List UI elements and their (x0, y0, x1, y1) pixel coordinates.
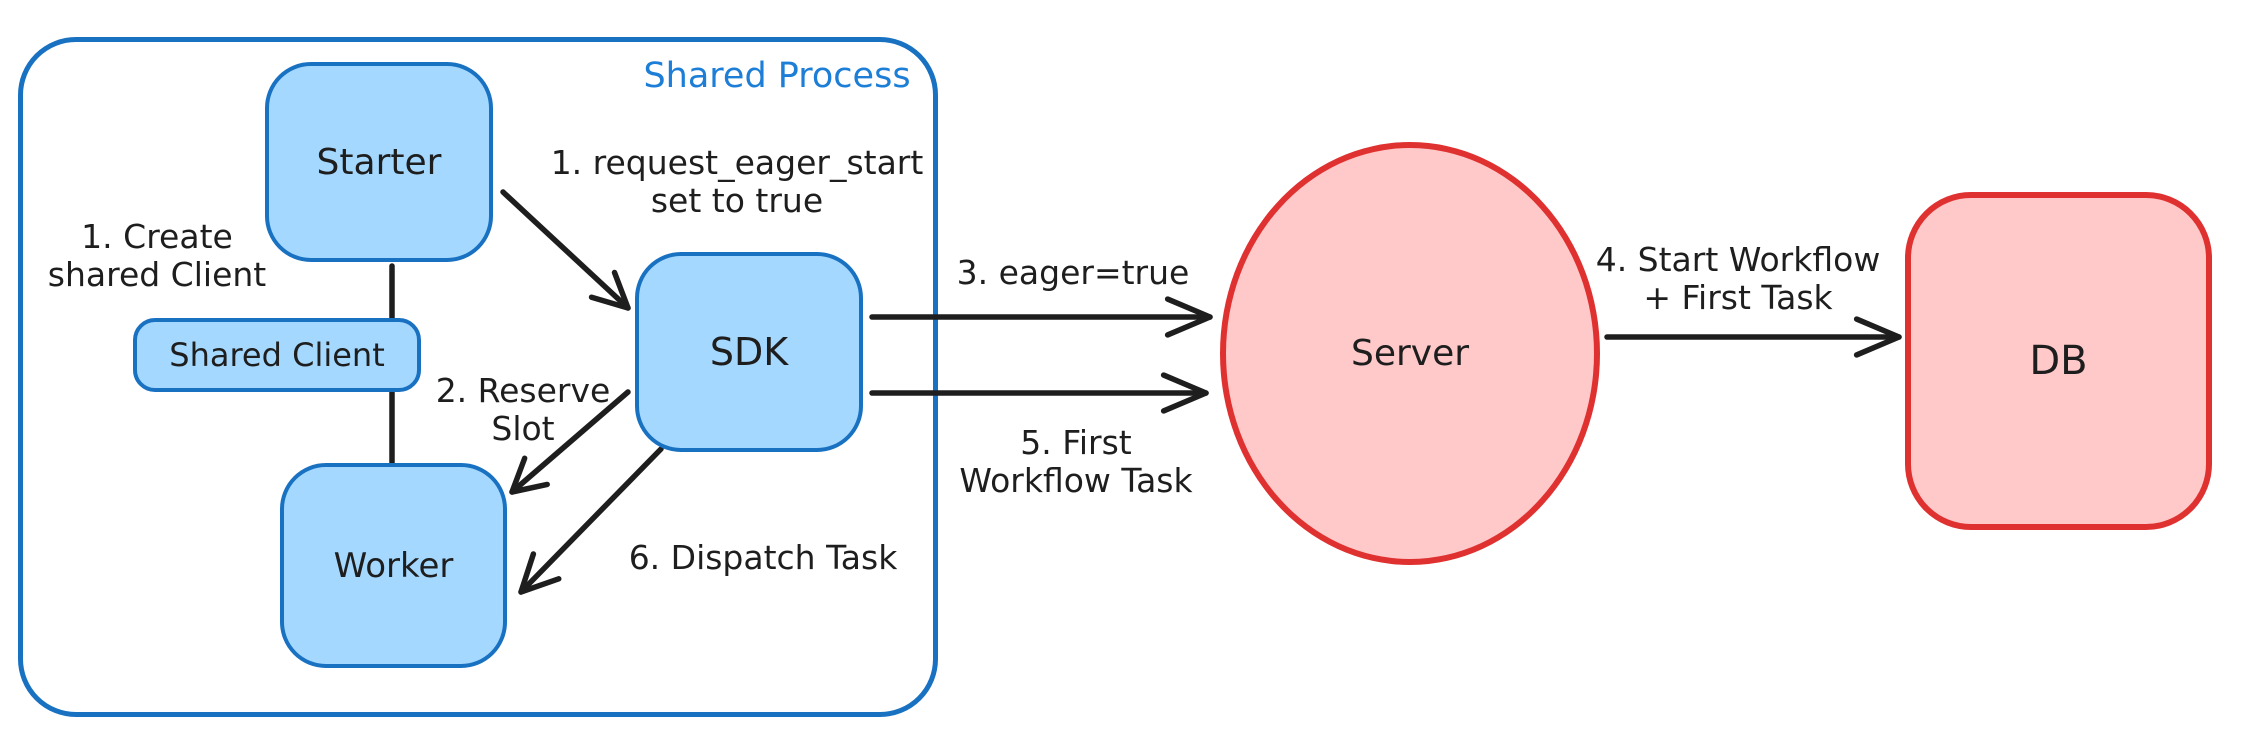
annotation-first-workflow-task: 5. First Workflow Task (959, 423, 1193, 501)
node-starter-label: Starter (316, 141, 442, 183)
node-sdk: SDK (635, 252, 863, 452)
node-server: Server (1220, 142, 1600, 565)
annotation-start-workflow: 4. Start Workflow + First Task (1595, 240, 1881, 318)
annotation-reserve-slot: 2. Reserve Slot (435, 371, 611, 449)
arrow-reserve-slot-head (509, 455, 550, 495)
node-db: DB (1905, 192, 2212, 530)
arrow-dispatch-task-head (518, 551, 562, 595)
node-shared-client-label: Shared Client (169, 336, 385, 374)
node-worker: Worker (280, 463, 507, 668)
arrow-first-workflow-task-head (1160, 372, 1209, 414)
shared-process-container (18, 37, 938, 717)
annotation-eager-true: 3. eager=true (956, 253, 1190, 292)
arrow-start-workflow-head (1853, 316, 1902, 358)
arrow-dispatch-task (518, 446, 664, 595)
arrow-reserve-slot (509, 389, 631, 495)
arrow-eager-true-head (1164, 296, 1213, 338)
node-server-label: Server (1350, 333, 1470, 374)
node-db-label: DB (2029, 338, 2088, 384)
annotation-request-eager-start: 1. request_eager_start set to true (550, 143, 924, 221)
node-sdk-label: SDK (709, 330, 789, 374)
annotation-create-shared-client: 1. Create shared Client (47, 217, 267, 295)
node-worker-label: Worker (333, 545, 454, 586)
arrow-request-eager-start-head (588, 269, 631, 311)
shared-process-label: Shared Process (643, 56, 911, 96)
arrow-request-eager-start (500, 189, 631, 311)
node-starter: Starter (265, 62, 493, 262)
node-shared-client: Shared Client (133, 318, 421, 392)
annotation-dispatch-task: 6. Dispatch Task (628, 538, 898, 577)
